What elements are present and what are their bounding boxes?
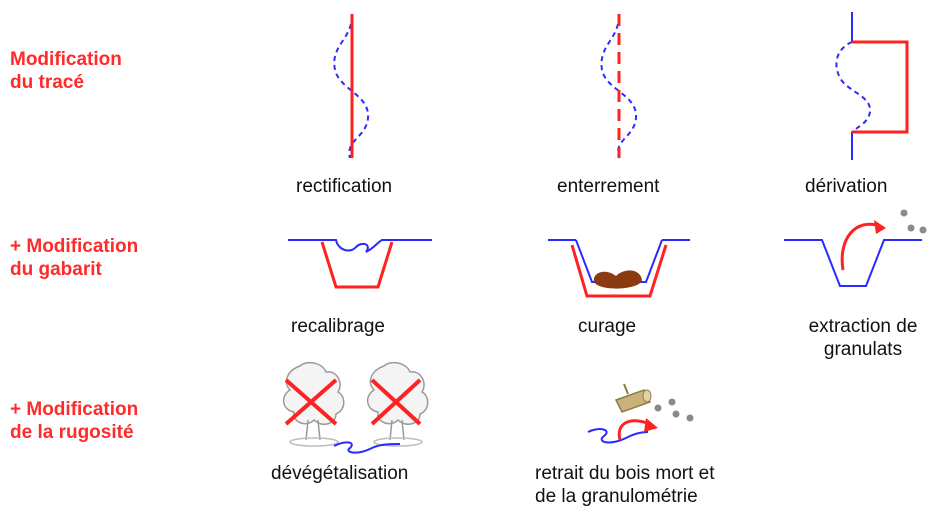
caption-enterrement: enterrement [557,175,659,198]
caption-devegetalisation: dévégétalisation [271,462,408,485]
caption-line: curage [578,316,637,337]
cross-icon [370,378,422,426]
arrow-head [874,220,886,234]
caption-line: rectification [296,176,393,197]
gravel-stone [900,209,908,217]
recalibrage-illustration [288,239,432,289]
caption-recalibrage: recalibrage [291,315,385,338]
cross-icon [284,378,338,426]
row-label-line: + Modification [10,236,139,257]
tree-icon [282,361,345,447]
caption-line: granulats [823,339,903,360]
row-label-line: du tracé [10,72,84,93]
caption-retrait: retrait du bois mort et de la granulomét… [535,462,715,508]
river-meander [333,441,401,454]
gravel-stone [919,226,927,234]
derivation-illustration [835,12,909,160]
row-label-rugosite: + Modification de la rugosité [10,398,138,444]
natural-bed [288,239,432,253]
caption-line: extraction de [808,316,918,337]
row-label-line: du gabarit [10,259,102,280]
river-meander [587,428,649,444]
row-label-gabarit: + Modification du gabarit [10,235,138,281]
removal-arrow [617,419,651,441]
gravel-stone [672,410,680,418]
caption-derivation: dérivation [805,175,887,198]
devegetalisation-illustration [282,361,429,454]
row-label-line: de la rugosité [10,422,134,443]
caption-line: recalibrage [291,316,385,337]
rectification-illustration [333,14,370,159]
natural-meander [835,41,872,133]
caption-line: dévégétalisation [271,463,409,484]
derived-channel [852,40,909,134]
arrow-head [644,418,658,432]
row-label-line: Modification [10,49,122,70]
row-label-trace: Modification du tracé [10,48,122,94]
extraction-illustration [784,209,927,287]
gravel-stone [654,404,662,412]
caption-line: enterrement [557,176,660,197]
natural-bed [784,239,922,287]
caption-extraction: extraction de granulats [793,315,933,361]
curage-illustration [548,239,690,298]
caption-curage: curage [578,315,636,338]
extraction-arrow [840,222,881,271]
dredged-channel [570,244,668,298]
recalibrated-channel [320,241,394,289]
gravel-stone [686,414,694,422]
row-label-line: + Modification [10,399,139,420]
caption-line: retrait du bois mort et [535,463,715,484]
caption-rectification: rectification [296,175,392,198]
caption-line: de la granulométrie [535,486,698,507]
sediment [593,270,642,289]
dead-wood-icon [614,383,652,413]
tree-icon [366,361,429,447]
gravel-stone [907,224,915,232]
gravel-stone [668,398,676,406]
retrait-illustration [587,383,694,444]
caption-line: dérivation [805,176,888,197]
enterrement-illustration [600,14,638,159]
